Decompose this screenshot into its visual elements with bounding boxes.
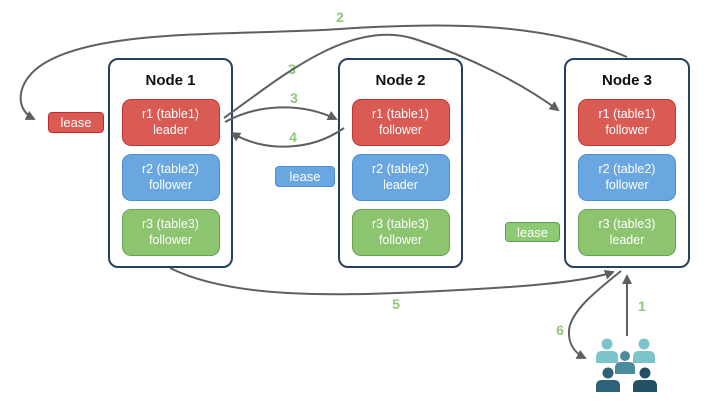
replica-name: r1 (table1) — [372, 106, 429, 121]
lease-badge-blue: lease — [275, 166, 335, 187]
replica-name: r2 (table2) — [372, 161, 429, 176]
replica-role: follower — [605, 122, 649, 137]
arrow-step-6-node3-to-clients — [567, 270, 622, 359]
replica-role: follower — [605, 177, 649, 192]
arrow-step-5-node1-to-node3 — [169, 267, 615, 296]
lease-badge-green: lease — [505, 222, 560, 242]
replica-role: leader — [383, 177, 418, 192]
step-label-3b: 3 — [290, 90, 298, 106]
replica-role: follower — [378, 122, 423, 137]
clients-users-icon — [596, 338, 657, 392]
node-3-replica-r3: r3 (table3) leader — [578, 209, 676, 256]
step-label-6: 6 — [556, 322, 564, 338]
step-label-2: 2 — [336, 9, 344, 25]
step-label-3a: 3 — [288, 61, 296, 77]
node-1-replica-r2: r2 (table2) follower — [121, 154, 220, 201]
node-3-replica-r1: r1 (table1) follower — [578, 99, 676, 146]
replica-role: leader — [153, 122, 188, 137]
step-label-5: 5 — [392, 296, 400, 312]
node-2-replica-r3: r3 (table3) follower — [351, 209, 450, 256]
node-3-replica-r2: r2 (table2) follower — [578, 154, 676, 201]
replica-name: r1 (table1) — [142, 106, 199, 121]
node-1-box: Node 1 r1 (table1) leader r2 (table2) fo… — [108, 58, 233, 268]
node-2-title: Node 2 — [375, 72, 426, 89]
node-1-title: Node 1 — [145, 72, 196, 89]
replica-role: follower — [148, 232, 193, 247]
node-2-replica-r1: r1 (table1) follower — [351, 99, 450, 146]
step-label-1: 1 — [638, 298, 646, 314]
replica-name: r3 (table3) — [598, 216, 656, 231]
node-1-replica-r1: r1 (table1) leader — [121, 99, 220, 146]
replica-name: r2 (table2) — [598, 161, 656, 176]
node-2-replica-r2: r2 (table2) leader — [351, 154, 450, 201]
replica-name: r1 (table1) — [598, 106, 656, 121]
replica-name: r3 (table3) — [372, 216, 429, 231]
replica-name: r2 (table2) — [142, 161, 199, 176]
node-1-replica-r3: r3 (table3) follower — [121, 209, 220, 256]
arrow-step-3-node1-to-node2 — [224, 106, 338, 123]
lease-badge-red: lease — [48, 112, 104, 133]
replica-name: r3 (table3) — [142, 216, 199, 231]
node-3-title: Node 3 — [601, 72, 652, 89]
node-2-box: Node 2 r1 (table1) follower r2 (table2) … — [338, 58, 463, 268]
node-3-box: Node 3 r1 (table1) follower r2 (table2) … — [564, 58, 690, 268]
replica-role: follower — [148, 177, 193, 192]
step-label-4: 4 — [289, 129, 297, 145]
replica-role: leader — [609, 232, 645, 247]
replica-role: follower — [378, 232, 423, 247]
